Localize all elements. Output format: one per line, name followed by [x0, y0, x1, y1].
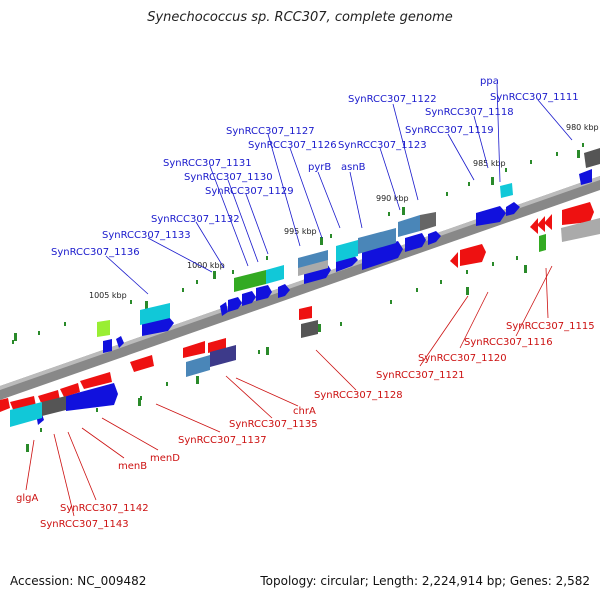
gene-arrow [450, 252, 458, 268]
gene-label-1120: SynRCC307_1120 [418, 353, 507, 364]
feature-block [500, 183, 513, 198]
gene-arrow [506, 202, 520, 216]
gene-label-glga: glgA [16, 493, 38, 504]
gene-arrow [562, 202, 594, 225]
gene-arrow [579, 169, 592, 185]
feature-block [186, 355, 210, 377]
gene-label-1126: SynRCC307_1126 [248, 140, 337, 151]
feature-block [539, 234, 546, 252]
gene-label-1136: SynRCC307_1136 [51, 247, 140, 258]
gene-label-1119: SynRCC307_1119 [405, 125, 494, 136]
feature-block [10, 402, 42, 427]
feature-block [584, 148, 600, 168]
gene-label-pyrb: pyrB [308, 162, 331, 173]
gene-label-1129: SynRCC307_1129 [205, 186, 294, 197]
gene-arrow [116, 336, 124, 348]
tick-label-990: 990 kbp [376, 194, 409, 203]
gene-arrow [220, 302, 228, 316]
gene-label-1122: SynRCC307_1122 [348, 94, 437, 105]
gene-arrow [0, 398, 10, 412]
gene-label-1116: SynRCC307_1116 [464, 337, 553, 348]
feature-block [336, 240, 358, 262]
gene-arrow [530, 218, 538, 234]
feature-block [210, 345, 236, 367]
genome-summary: Topology: circular; Length: 2,224,914 bp… [260, 574, 590, 588]
gene-label-1135: SynRCC307_1135 [229, 419, 318, 430]
tick-label-1005: 1005 kbp [89, 291, 127, 300]
tick-label-985: 985 kbp [473, 159, 506, 168]
feature-block [561, 218, 600, 242]
gene-label-mend: menD [150, 453, 180, 464]
genome-backbone-highlight [0, 176, 600, 390]
gene-arrow [256, 285, 272, 301]
gene-arrow [362, 241, 403, 270]
accession-text: Accession: NC_009482 [10, 574, 147, 588]
gene-arrow [183, 341, 205, 358]
feature-block [97, 320, 110, 337]
gene-label-1142: SynRCC307_1142 [60, 503, 149, 514]
gene-label-1123: SynRCC307_1123 [338, 140, 427, 151]
tick-label-995: 995 kbp [284, 227, 317, 236]
reverse-genes [0, 202, 594, 412]
gene-arrow [405, 233, 426, 252]
gene-arrow [66, 383, 118, 411]
feature-block [42, 396, 66, 416]
gene-arrow [544, 214, 552, 230]
gene-arrow [60, 383, 80, 397]
gene-label-1115: SynRCC307_1115 [506, 321, 595, 332]
feature-block [358, 228, 396, 254]
tick-label-980: 980 kbp [566, 123, 599, 132]
gene-arrow [242, 291, 256, 306]
gene-label-1118: SynRCC307_1118 [425, 107, 514, 118]
gene-label-1131: SynRCC307_1131 [163, 158, 252, 169]
gene-arrow [130, 355, 154, 372]
gene-label-1128: SynRCC307_1128 [314, 390, 403, 401]
feature-block [398, 215, 420, 237]
bottom-leader-lines [25, 265, 553, 517]
gene-label-ppa: ppa [480, 76, 499, 87]
gene-arrow [537, 216, 545, 232]
gene-label-menb: menB [118, 461, 147, 472]
gene-label-1121: SynRCC307_1121 [376, 370, 465, 381]
gene-label-1130: SynRCC307_1130 [184, 172, 273, 183]
gene-label-1137: SynRCC307_1137 [178, 435, 267, 446]
tick-label-1000: 1000 kbp [187, 261, 225, 270]
gene-arrow [80, 372, 112, 389]
feature-block [266, 265, 284, 284]
gene-arrow [228, 297, 242, 312]
feature-block [140, 303, 170, 325]
gene-label-1143: SynRCC307_1143 [40, 519, 129, 530]
gene-arrow [103, 339, 112, 353]
gene-arrow [10, 396, 36, 412]
gene-label-1133: SynRCC307_1133 [102, 230, 191, 241]
major-ticks [14, 150, 580, 452]
top-leader-lines [105, 83, 573, 295]
gene-label-1132: SynRCC307_1132 [151, 214, 240, 225]
gene-arrow [428, 231, 441, 245]
feature-block [301, 320, 318, 338]
map-title: Synechococcus sp. RCC307, complete genom… [147, 10, 453, 25]
feature-block [420, 212, 436, 231]
feature-block [234, 270, 266, 292]
gene-arrow [278, 284, 290, 298]
feature-block [298, 260, 328, 276]
gene-label-chra: chrA [293, 406, 316, 417]
gene-arrow [299, 306, 312, 320]
gene-arrow [460, 244, 486, 266]
gene-label-1111: SynRCC307_1111 [490, 92, 579, 103]
gene-arrow [476, 206, 506, 226]
gene-label-asnb: asnB [341, 162, 366, 173]
feature-blocks [10, 148, 600, 427]
gene-label-1127: SynRCC307_1127 [226, 126, 315, 137]
